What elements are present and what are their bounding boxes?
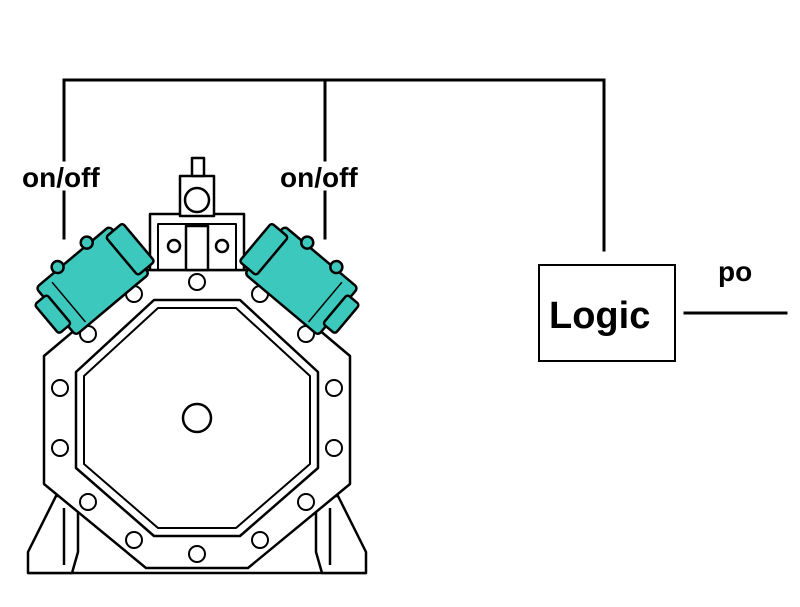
left-valve-icon xyxy=(34,223,155,335)
compressor-head xyxy=(148,156,246,272)
compressor-shaft xyxy=(181,402,213,434)
logic-label: Logic xyxy=(549,295,650,337)
compressor-housing-inner-2 xyxy=(83,307,311,529)
logic-box xyxy=(538,264,676,362)
output-label: po xyxy=(718,256,752,287)
right-valve-icon xyxy=(239,223,360,335)
right-valve-label: on/off xyxy=(280,162,358,193)
logic-block: Logic xyxy=(538,264,676,362)
compressor-icon xyxy=(26,156,368,575)
control-wiring xyxy=(62,78,788,315)
left-valve-label: on/off xyxy=(22,162,100,193)
